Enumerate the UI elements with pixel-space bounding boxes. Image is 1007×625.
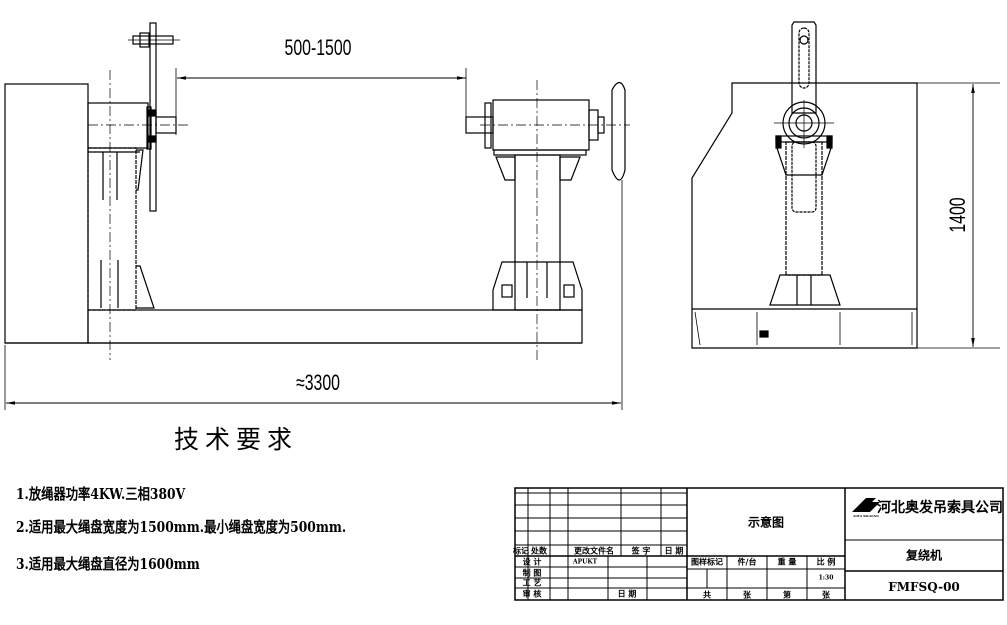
rev-header: 处数 <box>531 545 547 556</box>
sheet-label: 张 <box>743 589 751 600</box>
drawing-number: FMFSQ-00 <box>888 580 960 594</box>
right-column <box>514 154 561 311</box>
requirements-title: 技术要求 <box>173 425 299 454</box>
right-flange <box>484 102 492 149</box>
role-label: 工 艺 <box>522 577 542 588</box>
rev-header: 更改文件名 <box>574 545 614 556</box>
role-label: 制 图 <box>522 567 542 578</box>
info-header: 重 量 <box>777 556 797 567</box>
requirement-item: 1.放绳器功率4KW.三相380V <box>16 485 186 503</box>
logo-text: AOFA RIGGING <box>853 514 879 518</box>
company-name: 河北奥发吊索具公司 <box>877 500 1003 516</box>
lift-arm <box>791 21 817 114</box>
dimension-gap: 500-1500 <box>284 35 352 60</box>
drawing-type: 示意图 <box>747 515 785 530</box>
left-housing <box>87 102 149 149</box>
front-view <box>4 22 630 410</box>
review-date-label: 日 期 <box>617 588 637 599</box>
product-name: 复绕机 <box>905 548 943 563</box>
role-label: 设 计 <box>522 556 542 567</box>
dimension-height: 1400 <box>945 197 970 233</box>
sheet-label: 张 <box>822 589 830 600</box>
sheet-label: 第 <box>783 589 791 600</box>
scale-value: 1:30 <box>818 574 834 582</box>
requirement-item: 3.适用最大绳盘直径为1600mm <box>16 555 200 573</box>
info-header: 比 例 <box>816 556 836 567</box>
sheet-label: 共 <box>703 589 711 600</box>
info-header: 件/台 <box>737 556 757 567</box>
right-gusset <box>492 261 583 311</box>
rev-header: 标记 <box>513 545 529 556</box>
handwheel <box>611 81 626 181</box>
side-gusset <box>769 274 841 306</box>
dimension-length: ≈3300 <box>296 370 340 395</box>
role-label: 审 核 <box>522 588 542 599</box>
rev-header: 日 期 <box>664 545 684 556</box>
base-frame <box>87 309 583 344</box>
left-column <box>87 147 137 311</box>
left-frame-block <box>4 83 89 344</box>
designer-name: APUKT <box>572 558 598 566</box>
info-header: 图样标记 <box>691 556 723 567</box>
company-logo-icon <box>852 498 880 512</box>
title-block-lines <box>514 487 1004 601</box>
side-view <box>691 21 1000 349</box>
requirement-item: 2.适用最大绳盘宽度为1500mm.最小绳盘宽度为500mm. <box>16 518 347 536</box>
rev-header: 签 字 <box>631 545 651 556</box>
